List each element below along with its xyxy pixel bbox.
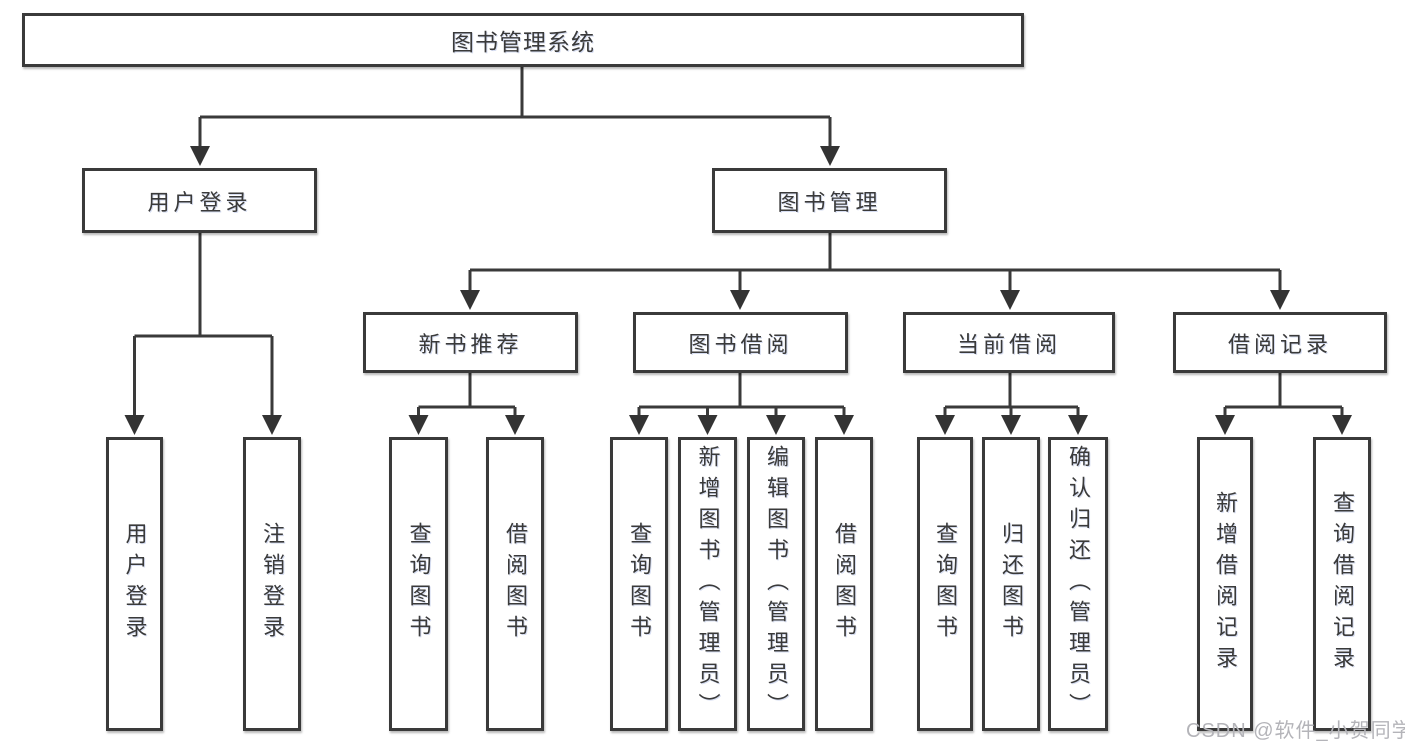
node-root: 图书管理系统 xyxy=(22,13,1024,67)
leaf-user-login: 用户登录 xyxy=(106,437,163,731)
leaf-borrow-books: 借阅图书 xyxy=(815,437,873,731)
connector-new-book-children xyxy=(408,373,525,435)
connector-user-login-children xyxy=(124,233,282,435)
leaf-add-books-admin: 新增图书（管理员） xyxy=(678,437,737,731)
node-book-management-label: 图书管理 xyxy=(777,189,882,215)
leaf-query-books-current: 查询图书 xyxy=(917,437,973,731)
node-borrow-records: 借阅记录 xyxy=(1173,312,1387,373)
leaf-return-books: 归还图书 xyxy=(982,437,1040,731)
arrowhead xyxy=(124,415,145,435)
arrowhead xyxy=(190,146,210,166)
leaf-borrow-books-recommend: 借阅图书 xyxy=(486,437,544,731)
arrowhead xyxy=(834,415,854,435)
arrowhead xyxy=(1332,415,1352,435)
csdn-watermark: CSDN @软件_小贺同学 xyxy=(1186,720,1405,742)
connector-book-management-to-level3 xyxy=(460,233,1290,310)
arrowhead xyxy=(1068,415,1088,435)
arrowhead xyxy=(408,415,429,435)
leaf-add-borrow-record-label: 新增借阅记录 xyxy=(1213,491,1238,677)
connector-borrow-records-children xyxy=(1215,373,1352,435)
leaf-query-books-borrow-label: 查询图书 xyxy=(627,522,652,646)
arrowhead xyxy=(935,415,955,435)
leaf-query-books-recommend: 查询图书 xyxy=(389,437,448,731)
node-current-borrow-label: 当前借阅 xyxy=(956,331,1061,357)
connector-root-to-level2 xyxy=(190,67,840,166)
node-root-label: 图书管理系统 xyxy=(451,29,595,55)
arrowhead xyxy=(820,146,840,166)
leaf-query-borrow-record-label: 查询借阅记录 xyxy=(1330,491,1355,677)
leaf-edit-books-admin: 编辑图书（管理员） xyxy=(747,437,805,731)
leaf-return-books-label: 归还图书 xyxy=(999,522,1024,646)
arrowhead xyxy=(1001,415,1021,435)
connector-current-borrow-children xyxy=(935,373,1088,435)
node-new-book-recommend-label: 新书推荐 xyxy=(418,331,523,357)
node-user-login-label: 用户登录 xyxy=(147,189,252,215)
arrowhead xyxy=(505,415,525,435)
leaf-query-books-recommend-label: 查询图书 xyxy=(406,522,432,646)
node-book-borrow-label: 图书借阅 xyxy=(688,331,793,357)
arrowhead xyxy=(1000,290,1020,310)
leaf-logout-label: 注销登录 xyxy=(260,522,285,646)
arrowhead xyxy=(460,290,480,310)
node-user-login: 用户登录 xyxy=(82,168,317,233)
arrowhead xyxy=(1270,290,1290,310)
arrowhead xyxy=(730,290,750,310)
leaf-add-books-admin-label: 新增图书（管理员） xyxy=(695,444,721,724)
leaf-borrow-books-label: 借阅图书 xyxy=(832,522,857,646)
node-book-borrow: 图书借阅 xyxy=(633,312,848,373)
leaf-logout: 注销登录 xyxy=(243,437,301,731)
node-borrow-records-label: 借阅记录 xyxy=(1227,331,1332,357)
node-new-book-recommend: 新书推荐 xyxy=(363,312,578,373)
leaf-borrow-books-recommend-label: 借阅图书 xyxy=(503,522,528,646)
leaf-query-books-current-label: 查询图书 xyxy=(933,522,958,646)
arrowhead xyxy=(1215,415,1235,435)
leaf-user-login-label: 用户登录 xyxy=(122,522,148,646)
arrowhead xyxy=(766,415,786,435)
leaf-add-borrow-record: 新增借阅记录 xyxy=(1197,437,1253,731)
arrowhead xyxy=(697,415,718,435)
arrowhead xyxy=(629,415,649,435)
leaf-confirm-return-admin: 确认归还（管理员） xyxy=(1048,437,1108,731)
leaf-query-books-borrow: 查询图书 xyxy=(610,437,668,731)
leaf-confirm-return-admin-label: 确认归还（管理员） xyxy=(1066,444,1091,724)
leaf-query-borrow-record: 查询借阅记录 xyxy=(1313,437,1371,731)
leaf-edit-books-admin-label: 编辑图书（管理员） xyxy=(764,444,789,724)
connector-book-borrow-children xyxy=(629,373,854,435)
node-book-management: 图书管理 xyxy=(712,168,947,233)
arrowhead xyxy=(262,415,282,435)
node-current-borrow: 当前借阅 xyxy=(903,312,1115,373)
